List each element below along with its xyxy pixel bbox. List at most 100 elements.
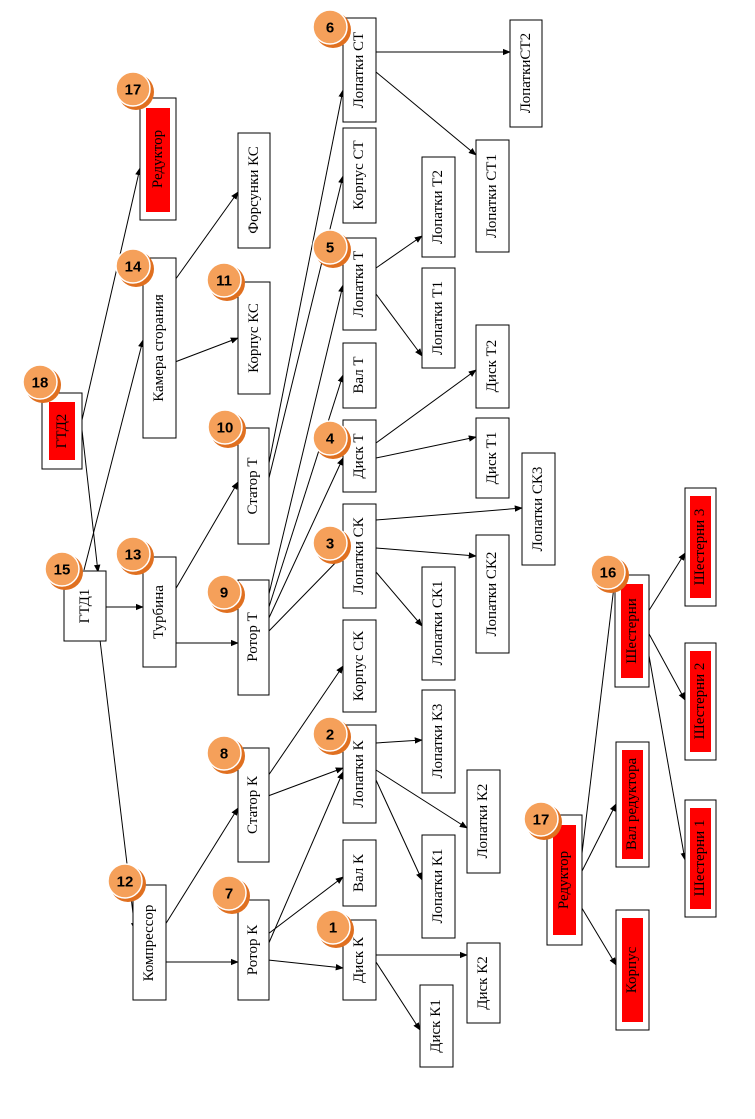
node-lopatki-st1: Лопатки СТ1 <box>475 139 510 253</box>
node-label: Корпус КС <box>246 303 262 373</box>
node-label: Лопатки СТ <box>351 32 367 108</box>
badge-12: 12 <box>107 863 146 902</box>
badge-2: 2 <box>312 716 351 755</box>
node-label: Статор Т <box>245 457 261 514</box>
node-label: Корпус СТ <box>351 140 367 209</box>
node-label: Лопатки К2 <box>475 784 491 859</box>
node-val-t: Вал Т <box>342 342 377 409</box>
node-label: Диск Т1 <box>484 432 500 485</box>
node-label: Форсунки КС <box>246 146 262 234</box>
node-lopatki-k: Лопатки К <box>342 724 377 824</box>
node-label: Лопатки Т2 <box>430 170 446 244</box>
badge-5: 5 <box>312 229 351 268</box>
node-label: ГТД2 <box>54 414 70 449</box>
badge-17-bottom: 17 <box>523 801 562 840</box>
badge-number: 1 <box>329 920 337 937</box>
node-label: Камера сгорания <box>151 294 167 402</box>
node-forsunki-ks: Форсунки КС <box>237 132 271 249</box>
node-stator-k: Статор К <box>237 747 270 863</box>
node-label: Лопатки СК1 <box>430 581 446 666</box>
badge-4: 4 <box>312 420 351 459</box>
node-label: Вал редуктора <box>624 758 640 851</box>
badge-16: 16 <box>590 554 629 593</box>
node-gtd2: ГТД2 <box>41 392 83 470</box>
node-label: Диск К <box>351 936 367 983</box>
badge-number: 18 <box>32 375 49 392</box>
node-disk-k1: Диск К1 <box>419 984 454 1068</box>
badge-17-top: 17 <box>115 71 154 110</box>
node-lopatki-sk3: Лопатки СК3 <box>521 452 556 566</box>
node-label: Лопатки Т <box>351 251 367 317</box>
badge-6: 6 <box>312 9 351 48</box>
node-label: Лопатки Т1 <box>430 281 446 355</box>
node-lopatki-k1: Лопатки К1 <box>421 834 456 939</box>
badge-number: 10 <box>217 420 234 437</box>
badge-15: 15 <box>44 551 83 590</box>
badge-13: 13 <box>115 536 154 575</box>
node-label: Редуктор <box>556 851 572 909</box>
badge-18: 18 <box>22 364 61 403</box>
node-label: Шестерни 1 <box>692 820 708 897</box>
node-label: Лопатки К <box>351 739 367 807</box>
badge-number: 2 <box>326 727 334 744</box>
node-label: Компрессор <box>141 905 157 982</box>
node-label: Шестерни <box>624 598 640 664</box>
node-label: Редуктор <box>150 130 166 188</box>
badge-number: 13 <box>125 547 142 564</box>
node-label: Турбина <box>151 585 167 639</box>
node-shesterni: Шестерни <box>614 574 650 688</box>
node-reduktor-top: Редуктор <box>139 97 177 221</box>
node-shesterni-2: Шестерни 2 <box>684 642 717 761</box>
node-shesterni-3: Шестерни 3 <box>684 487 717 607</box>
badge-10: 10 <box>207 409 246 448</box>
node-kamera-sgoraniya: Камера сгорания <box>142 257 177 439</box>
badge-number: 12 <box>117 874 134 891</box>
badge-9: 9 <box>206 574 245 613</box>
badge-3: 3 <box>312 525 351 564</box>
node-lopatki-sk2: Лопатки СК2 <box>475 534 510 654</box>
node-label: ЛопаткиСТ2 <box>518 33 534 113</box>
node-label: Корпус СК <box>351 630 367 701</box>
node-label: Диск К2 <box>475 956 491 1009</box>
badge-8: 8 <box>206 735 245 774</box>
node-label: Лопатки СТ1 <box>484 154 500 238</box>
node-lopatki-t2: Лопатки Т2 <box>421 156 456 258</box>
node-label: Шестерни 3 <box>692 509 708 586</box>
badge-number: 4 <box>326 431 335 448</box>
node-label: Диск Т2 <box>484 340 500 393</box>
node-label: Лопатки К1 <box>430 849 446 924</box>
node-lopatki-sk1: Лопатки СК1 <box>421 566 456 681</box>
node-kompressor: Компрессор <box>132 884 167 1001</box>
node-label: Ротор Т <box>245 612 261 662</box>
node-lopatki-st2: ЛопаткиСТ2 <box>509 19 543 128</box>
node-lopatki-k3: Лопатки К3 <box>421 689 456 794</box>
node-rotor-k: Ротор К <box>237 899 270 1001</box>
badge-number: 14 <box>125 259 142 276</box>
node-korpus-st: Корпус СТ <box>342 127 377 224</box>
node-label: Вал К <box>351 853 367 892</box>
badge-number: 6 <box>326 20 334 37</box>
node-lopatki-t1: Лопатки Т1 <box>421 267 456 369</box>
node-label: Диск Т <box>351 433 367 478</box>
node-lopatki-k2: Лопатки К2 <box>466 769 501 874</box>
badge-number: 15 <box>54 562 71 579</box>
node-disk-t1: Диск Т1 <box>475 417 510 499</box>
node-korpus-sk: Корпус СК <box>342 619 377 713</box>
node-korpus: Корпус <box>615 909 650 1031</box>
node-disk-k: Диск К <box>342 919 377 1001</box>
node-label: Диск К1 <box>428 999 444 1052</box>
node-shesterni-1: Шестерни 1 <box>684 799 717 918</box>
node-label: Лопатки СК3 <box>530 467 546 552</box>
badge-number: 5 <box>326 240 334 257</box>
node-label: Лопатки К3 <box>430 704 446 779</box>
node-label: Шестерни 2 <box>692 663 708 740</box>
badge-number: 16 <box>600 565 617 582</box>
badge-number: 3 <box>326 536 334 553</box>
node-label: Вал Т <box>351 356 367 393</box>
node-korpus-ks: Корпус КС <box>237 281 271 395</box>
badge-number: 8 <box>220 746 228 763</box>
node-label: ГТД1 <box>77 589 93 624</box>
badge-number: 9 <box>220 585 228 602</box>
badge-number: 11 <box>216 273 232 290</box>
